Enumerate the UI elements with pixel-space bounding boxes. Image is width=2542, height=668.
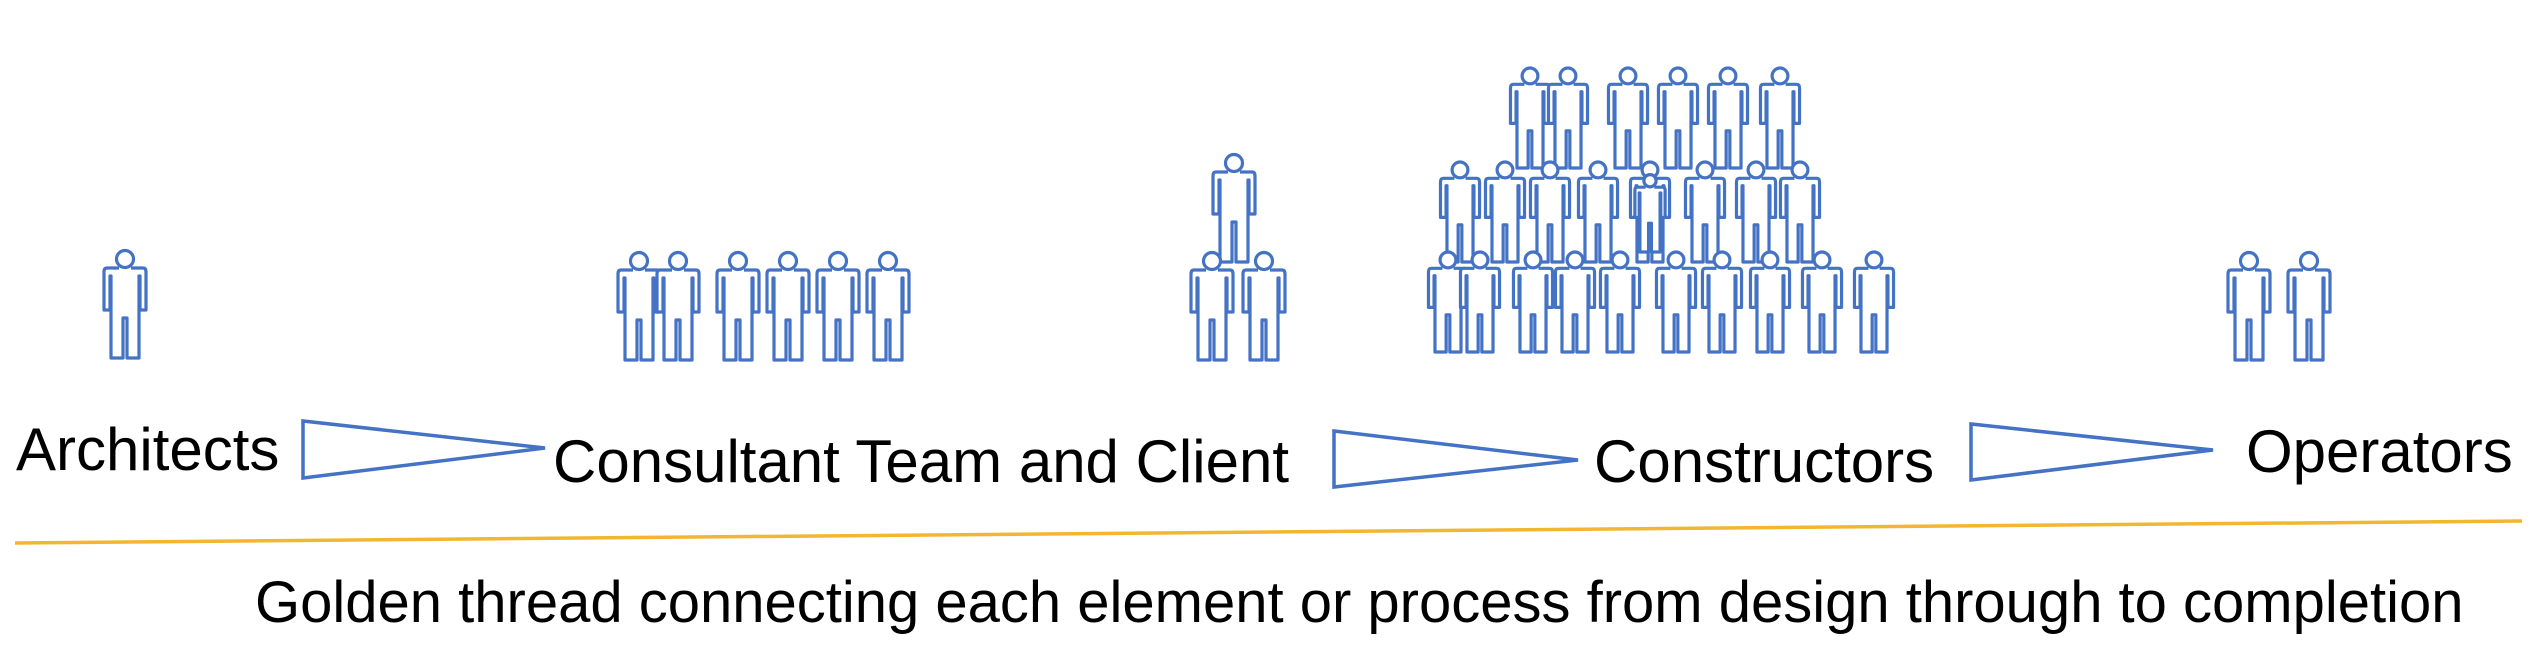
person-icon — [1211, 152, 1257, 264]
label-constructors: Constructors — [1594, 428, 1935, 495]
person-icon — [1852, 250, 1896, 354]
person-icon — [1800, 250, 1844, 354]
person-icon — [1758, 66, 1802, 170]
person-icon — [1508, 66, 1552, 170]
arrows-layer — [301, 419, 2214, 489]
person-icon — [1654, 250, 1698, 354]
person-icon — [655, 250, 701, 362]
golden-thread-caption: Golden thread connecting each element or… — [255, 570, 2464, 635]
person-icon — [815, 250, 861, 362]
person-icon — [1734, 160, 1778, 264]
person-icon — [1438, 160, 1482, 264]
person-icon — [2226, 250, 2272, 362]
person-icon — [865, 250, 911, 362]
person-icon — [1458, 250, 1502, 354]
person-icon — [2286, 250, 2332, 362]
person-icon — [1528, 160, 1572, 264]
person-icon — [1778, 160, 1822, 264]
arrow-architects-to-consultants — [301, 419, 546, 480]
people-layer — [102, 66, 2332, 362]
person-icon — [1241, 250, 1287, 362]
person-icon — [1189, 250, 1235, 362]
person-icon — [1683, 160, 1727, 264]
person-icon — [1546, 66, 1590, 170]
label-architects: Architects — [16, 416, 280, 483]
person-icon — [616, 250, 662, 362]
person-icon — [1426, 250, 1470, 354]
person-icon — [1576, 160, 1620, 264]
arrow-consultants-to-constructors — [1332, 429, 1579, 489]
label-consultant-team-and-client: Consultant Team and Client — [553, 428, 1289, 495]
person-icon — [1511, 250, 1555, 354]
person-icon — [1633, 173, 1667, 254]
label-operators: Operators — [2246, 418, 2513, 485]
person-icon — [102, 248, 148, 360]
person-icon — [1606, 66, 1650, 170]
arrow-constructors-to-operators — [1969, 422, 2214, 482]
person-icon — [1553, 250, 1597, 354]
person-icon — [1598, 250, 1642, 354]
person-icon — [1748, 250, 1792, 354]
person-icon — [715, 250, 761, 362]
person-icon — [1706, 66, 1750, 170]
person-icon — [1483, 160, 1527, 264]
person-icon — [1656, 66, 1700, 170]
golden-thread-line — [14, 519, 2523, 545]
person-icon — [1700, 250, 1744, 354]
person-icon — [765, 250, 811, 362]
